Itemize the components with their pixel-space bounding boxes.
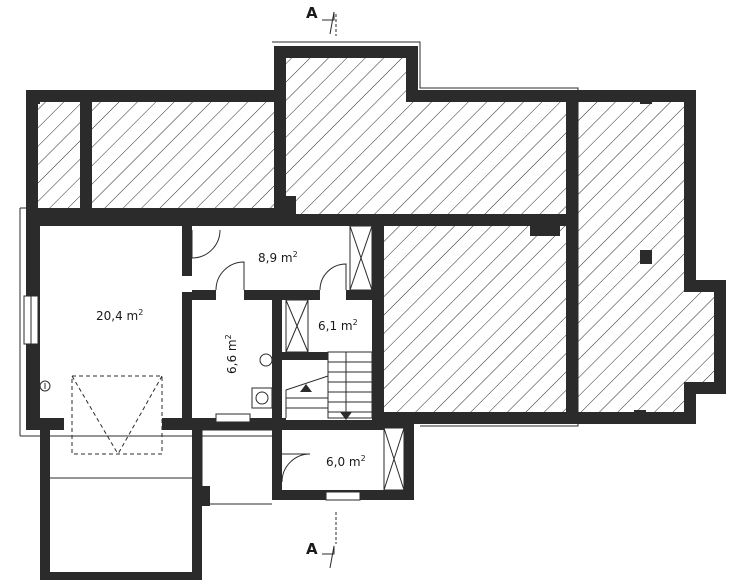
toilet-icon [259, 353, 273, 367]
hatched-zone-top-left [80, 90, 286, 220]
hatched-zone-center-right [372, 214, 578, 424]
room-label-stair: 6,1 m2 [318, 318, 358, 333]
section-letter-bottom: A [306, 540, 318, 558]
fixtures [39, 252, 652, 409]
room-label-bath: 6,6 m2 [224, 334, 239, 374]
door-stair [319, 263, 347, 291]
section-marker-bottom: A [306, 512, 337, 569]
door-garage-hall [191, 229, 221, 259]
door-bath [215, 261, 245, 291]
window-entry [325, 491, 361, 501]
room-labels: 20,4 m2 8,9 m2 6,6 m2 6,1 m2 6,0 m2 [96, 250, 366, 469]
hatched-zone-far-left [26, 90, 92, 220]
staircase [285, 351, 373, 420]
closets [285, 225, 405, 491]
doors [191, 229, 347, 483]
door-entry [281, 453, 311, 483]
section-marker-top: A [306, 4, 337, 36]
hatched-zone-top-center [274, 46, 578, 226]
room-label-entry: 6,0 m2 [326, 454, 366, 469]
washbasin-icon [251, 387, 273, 409]
windows [23, 295, 361, 501]
section-letter-top: A [306, 4, 318, 22]
room-label-garage: 20,4 m2 [96, 308, 143, 323]
window-bath [215, 413, 251, 423]
room-label-hall: 8,9 m2 [258, 250, 298, 265]
hatched-zones [26, 46, 726, 424]
car-outline [71, 375, 163, 455]
